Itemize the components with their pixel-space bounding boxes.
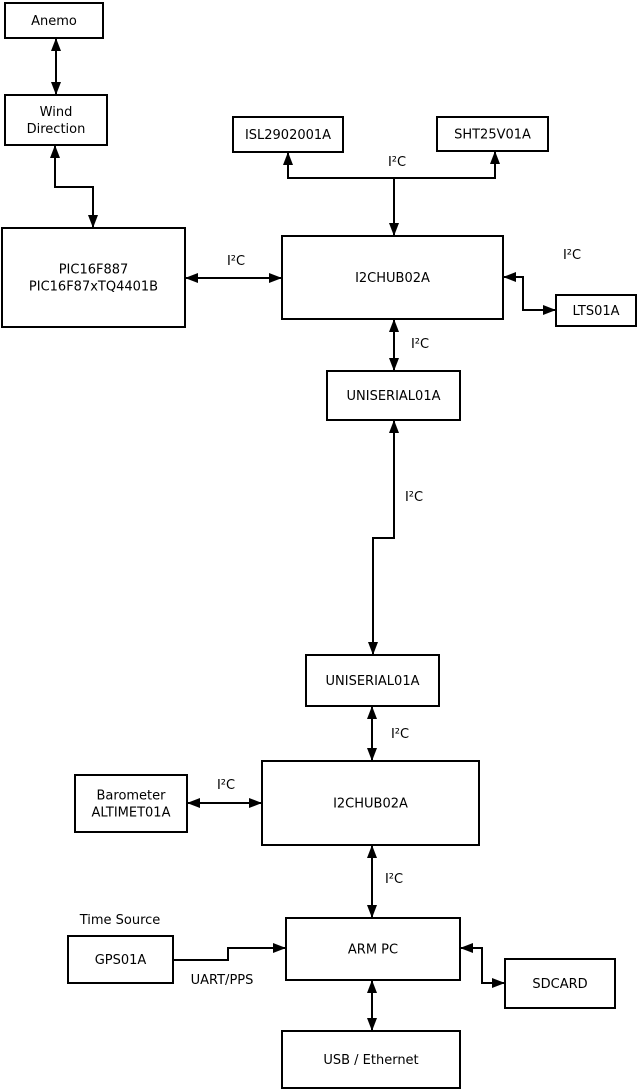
node-isl2902001a: ISL2902001A [232,116,344,153]
label-i2c-uniserial2-hub2: I²C [391,727,409,742]
node-label-uniserial01a-2-0: UNISERIAL01A [326,674,420,689]
node-label-wind-direction-1: Direction [27,122,86,137]
node-label-pic16f887-0: PIC16F887 [59,263,129,278]
edge-armpc-sdcard [460,943,505,988]
node-label-barometer-altimet01a-0: Barometer [97,789,167,804]
edge-sensorbus-sht25v01a [394,151,500,179]
node-sdcard: SDCARD [504,958,616,1009]
label-i2c-sensor-bus: I²C [388,155,406,170]
node-i2chub02a-2: I2CHUB02A [261,760,480,846]
edge-i2chub1-lts01a [503,272,556,315]
label-time-source: Time Source [79,913,161,928]
node-label-wind-direction-0: Wind [40,105,73,120]
node-label-sht25v01a-0: SHT25V01A [454,128,531,143]
node-anemo: Anemo [4,2,104,39]
label-i2c-uniserial-link: I²C [405,490,423,505]
node-label-lts01a-0: LTS01A [572,304,619,319]
node-label-arm-pc-0: ARM PC [348,943,398,958]
node-label-anemo-0: Anemo [31,14,77,29]
edge-sensorbus-isl2902001a [283,152,394,179]
edge-winddirection-pic16f887 [50,145,98,228]
edge-gps01a-armpc [173,943,286,961]
labels-layer: I²C I²C I²C I²C I²C I²C I²C I²C Time SourceUART/… [79,155,581,988]
node-uniserial01a-1: UNISERIAL01A [326,370,461,421]
node-label-i2chub02a-1-0: I2CHUB02A [355,271,430,286]
node-label-barometer-altimet01a-1: ALTIMET01A [92,806,171,821]
node-lts01a: LTS01A [555,294,637,327]
label-uart-pps: UART/PPS [191,973,254,988]
node-label-gps01a-0: GPS01A [95,953,147,968]
node-label-i2chub02a-2-0: I2CHUB02A [333,797,408,812]
node-usb-ethernet: USB / Ethernet [281,1030,461,1089]
node-label-uniserial01a-1-0: UNISERIAL01A [347,389,441,404]
node-gps01a: GPS01A [67,935,174,984]
node-i2chub02a-1: I2CHUB02A [281,235,504,320]
node-sht25v01a: SHT25V01A [436,116,549,152]
node-label-usb-ethernet-0: USB / Ethernet [323,1053,418,1068]
label-i2c-hub1-uniserial1: I²C [411,337,429,352]
node-uniserial01a-2: UNISERIAL01A [305,654,440,707]
node-label-isl2902001a-0: ISL2902001A [245,128,331,143]
node-label-sdcard-0: SDCARD [532,977,587,992]
label-i2c-lts01a: I²C [563,248,581,263]
node-arm-pc: ARM PC [285,917,461,981]
edge-uniserial1-uniserial2 [368,420,399,655]
edges-layer [50,38,556,1031]
label-i2c-barometer-hub2: I²C [217,778,235,793]
node-label-pic16f887-1: PIC16F87xTQ4401B [29,280,158,295]
label-i2c-hub2-armpc: I²C [385,872,403,887]
label-i2c-pic-hub1: I²C [227,254,245,269]
